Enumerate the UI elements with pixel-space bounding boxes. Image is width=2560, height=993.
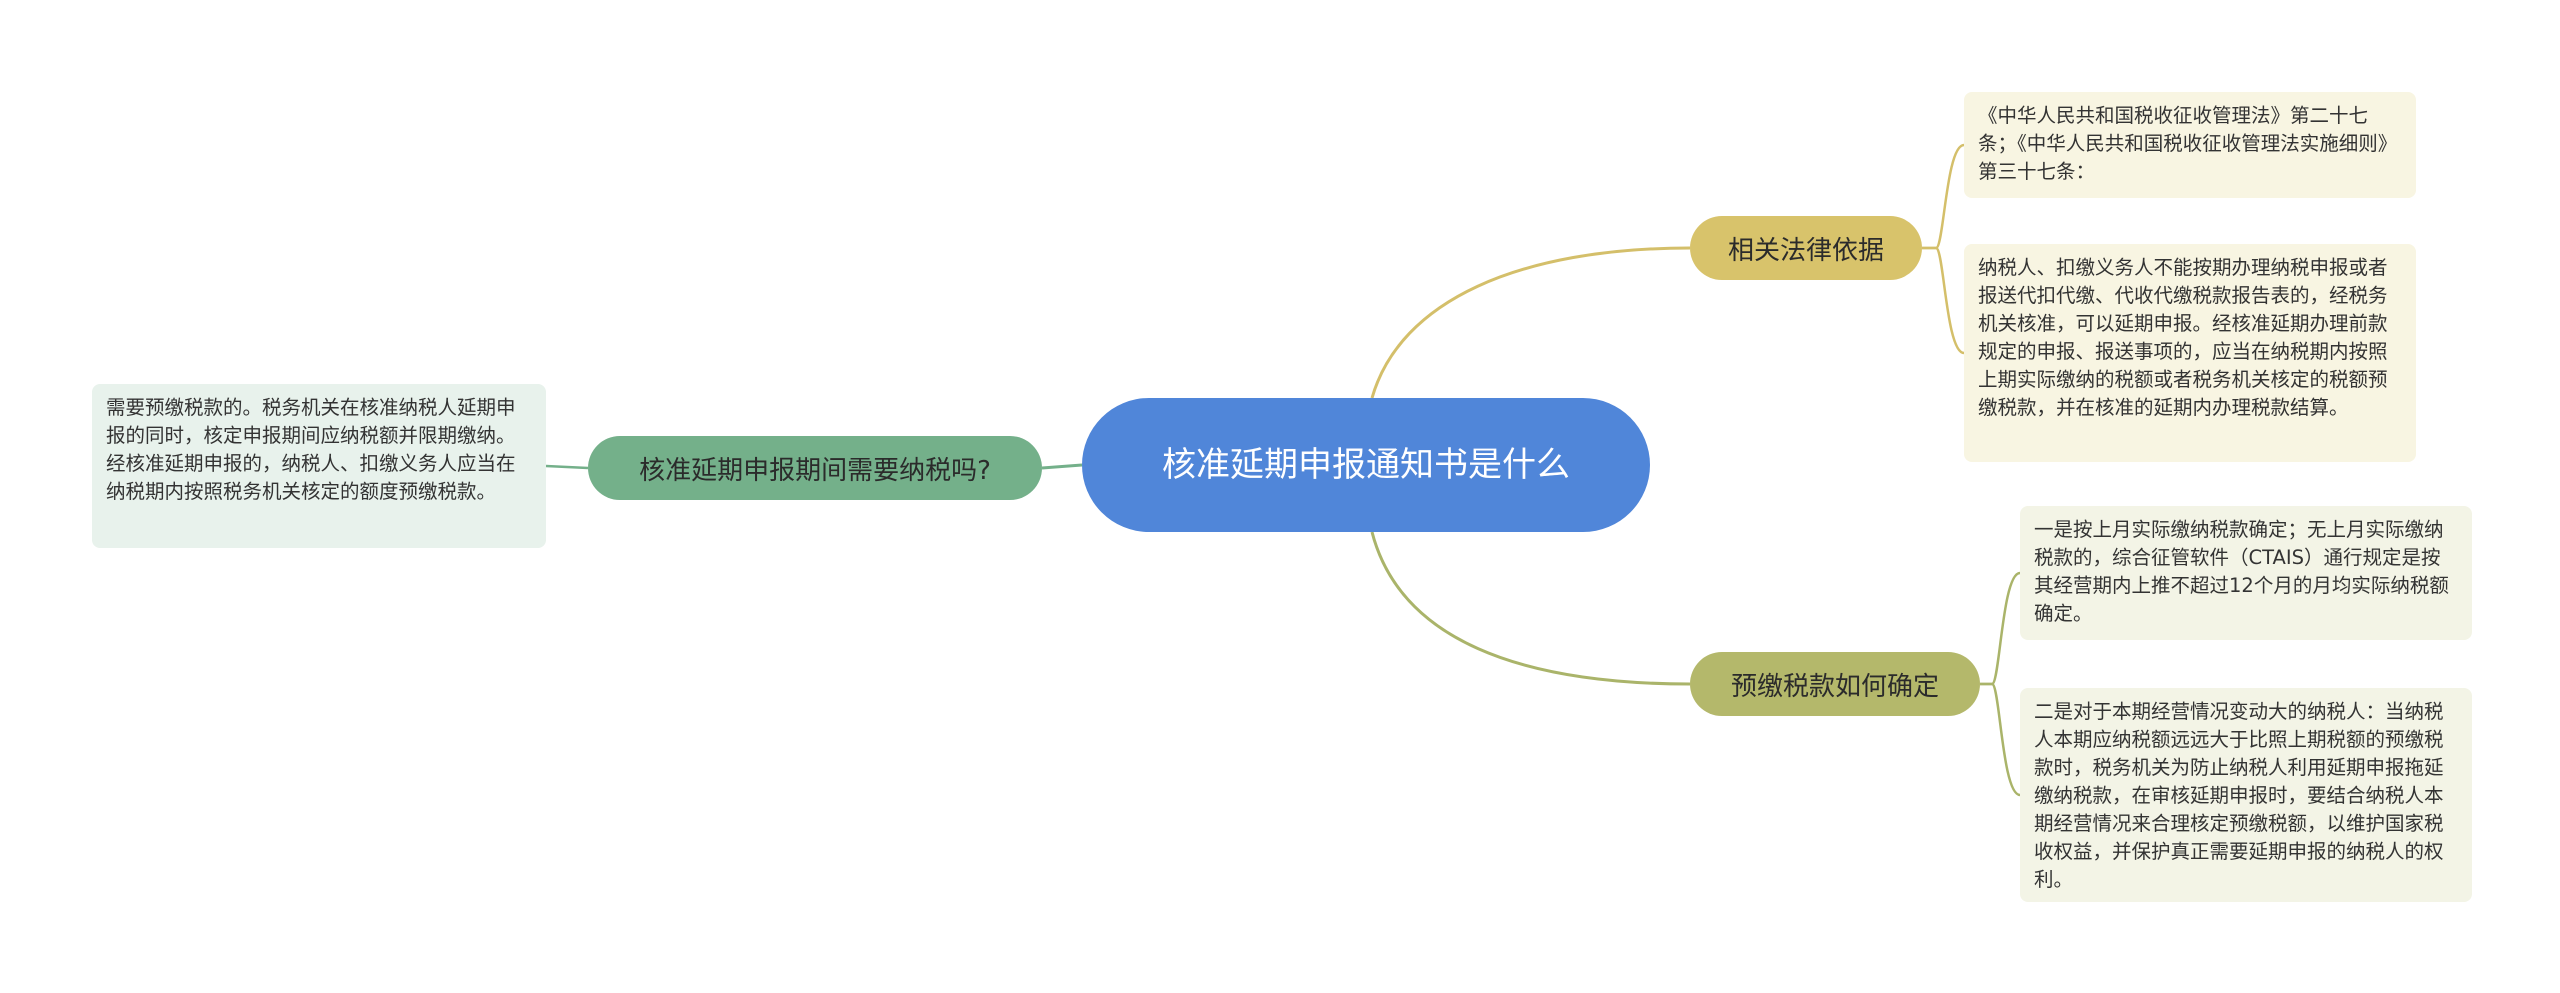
link-law-leaf2 xyxy=(1922,246,1965,355)
branch-tax-during-extension-label: 核准延期申报期间需要纳税吗? xyxy=(639,455,991,486)
leaf-prepay-method-1[interactable]: 一是按上月实际缴纳税款确定；无上月实际缴纳税款的，综合征管软件（CTAIS）通行… xyxy=(2020,506,2472,640)
link-tax-leaf xyxy=(545,464,589,470)
branch-prepayment-label: 预缴税款如何确定 xyxy=(1730,671,1939,702)
branch-prepayment[interactable]: 预缴税款如何确定 xyxy=(1690,652,1980,716)
branch-legal-basis[interactable]: 相关法律依据 xyxy=(1690,216,1922,280)
link-prepay-leaf2 xyxy=(1980,682,2021,797)
branch-legal-basis-label: 相关法律依据 xyxy=(1727,235,1884,266)
leaf-law-content[interactable]: 纳税人、扣缴义务人不能按期办理纳税申报或者报送代扣代缴、代收代缴税款报告表的，经… xyxy=(1964,244,2416,462)
leaf-tax-answer-text: 需要预缴税款的。税务机关在核准纳税人延期申报的同时，核定申报期间应纳税额并限期缴… xyxy=(106,396,516,503)
central-topic[interactable]: 核准延期申报通知书是什么 xyxy=(1082,398,1650,532)
leaf-law-reference[interactable]: 《中华人民共和国税收征收管理法》第二十七条；《中华人民共和国税收征收管理法实施细… xyxy=(1964,92,2416,198)
leaf-law-content-text: 纳税人、扣缴义务人不能按期办理纳税申报或者报送代扣代缴、代收代缴税款报告表的，经… xyxy=(1978,256,2388,419)
leaf-prepay-method-2[interactable]: 二是对于本期经营情况变动大的纳税人：当纳税人本期应纳税额远远大于比照上期税额的预… xyxy=(2020,688,2472,902)
leaf-prepay-method-2-text: 二是对于本期经营情况变动大的纳税人：当纳税人本期应纳税额远远大于比照上期税额的预… xyxy=(2034,700,2444,891)
link-central-tax xyxy=(1041,463,1083,470)
link-law-leaf1 xyxy=(1922,143,1965,250)
link-prepay-leaf1 xyxy=(1980,571,2021,686)
branch-tax-during-extension[interactable]: 核准延期申报期间需要纳税吗? xyxy=(588,436,1042,500)
leaf-tax-answer[interactable]: 需要预缴税款的。税务机关在核准纳税人延期申报的同时，核定申报期间应纳税额并限期缴… xyxy=(92,384,546,548)
leaf-prepay-method-1-text: 一是按上月实际缴纳税款确定；无上月实际缴纳税款的，综合征管软件（CTAIS）通行… xyxy=(2034,518,2449,625)
link-central-law xyxy=(1370,246,1691,399)
central-topic-label: 核准延期申报通知书是什么 xyxy=(1162,445,1570,485)
link-central-prepay xyxy=(1370,531,1691,686)
leaf-law-reference-text: 《中华人民共和国税收征收管理法》第二十七条；《中华人民共和国税收征收管理法实施细… xyxy=(1978,104,2398,183)
